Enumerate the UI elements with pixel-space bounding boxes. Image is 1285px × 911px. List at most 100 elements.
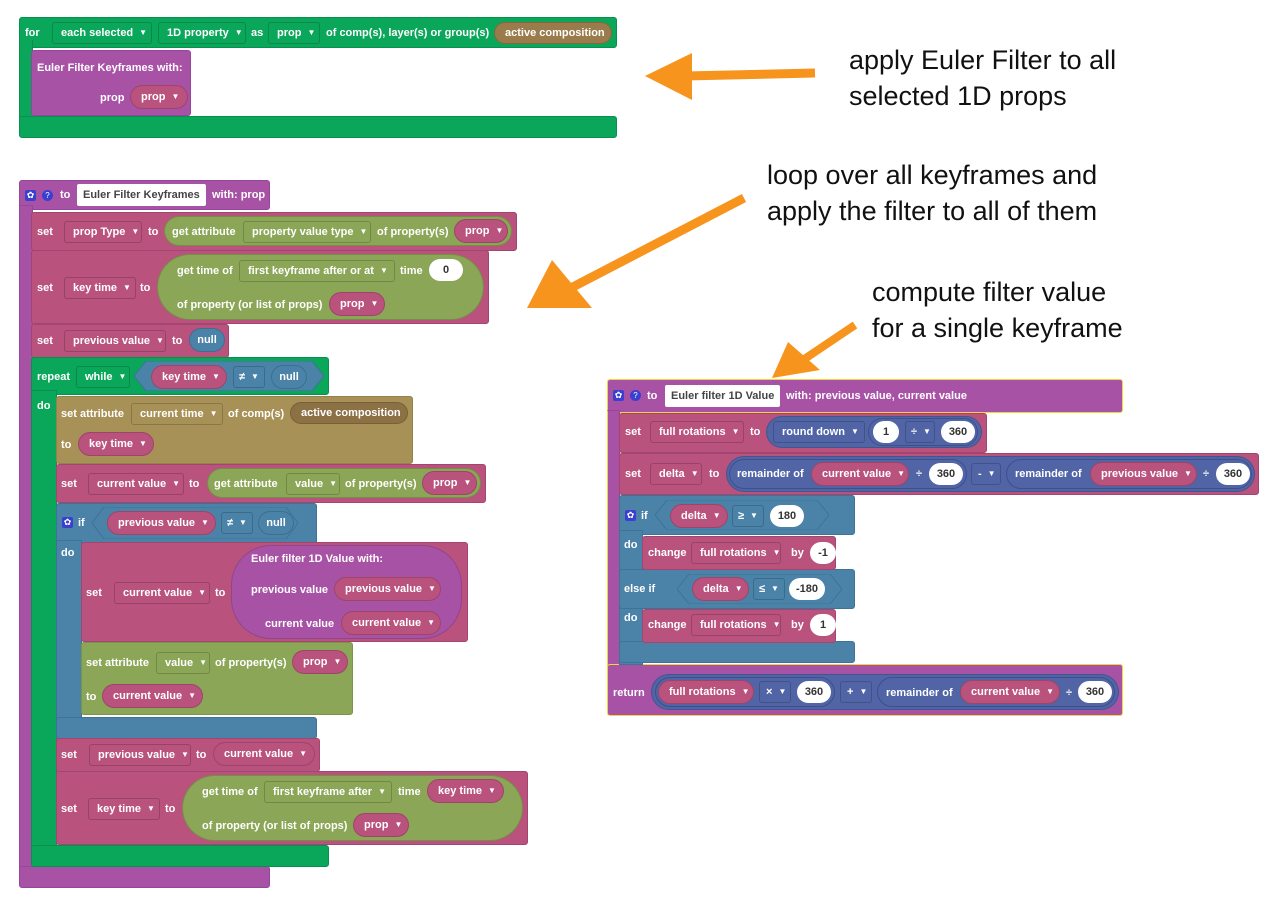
number-input[interactable]: 360 xyxy=(929,463,963,485)
current-value-pill[interactable]: current value▼ xyxy=(102,684,203,708)
return-label: return xyxy=(613,687,645,699)
annotation-line: loop over all keyframes and xyxy=(767,160,1098,190)
current-value-pill[interactable]: current value▼ xyxy=(341,611,441,635)
dropdown-text: full rotations xyxy=(700,547,767,559)
var-prop-dropdown[interactable]: prop▼ xyxy=(268,22,320,44)
help-icon[interactable]: ? xyxy=(42,190,53,201)
var-prop-type-dropdown[interactable]: prop Type▼ xyxy=(64,221,142,243)
do-label: do xyxy=(624,612,638,624)
previous-value-pill[interactable]: previous value▼ xyxy=(1090,462,1197,486)
round-down-dropdown[interactable]: round down▼ xyxy=(773,421,865,443)
by-label: by xyxy=(791,547,804,559)
number-input[interactable]: 360 xyxy=(797,681,831,703)
var-full-rotations-dropdown[interactable]: full rotations▼ xyxy=(691,614,781,636)
annotation-apply-filter: apply Euler Filter to all selected 1D pr… xyxy=(849,42,1116,114)
property-type-dropdown[interactable]: 1D property▼ xyxy=(158,22,246,44)
if-label: if xyxy=(641,510,648,522)
while-dropdown[interactable]: while▼ xyxy=(76,366,130,388)
current-value-pill[interactable]: current value▼ xyxy=(213,742,315,766)
operator-minus-dropdown[interactable]: -▼ xyxy=(971,463,1001,485)
number-input[interactable]: 360 xyxy=(1216,463,1250,485)
gear-icon[interactable]: ✿ xyxy=(613,390,624,401)
set-label: set xyxy=(61,749,77,761)
current-value-pill[interactable]: current value▼ xyxy=(811,462,909,486)
operator-not-equal-dropdown[interactable]: ≠▼ xyxy=(233,366,265,388)
prop-pill[interactable]: prop▼ xyxy=(292,650,348,674)
number-input[interactable]: 360 xyxy=(1078,681,1112,703)
procedure-name-field[interactable]: Euler Filter Keyframes xyxy=(77,184,206,206)
dropdown-text: × xyxy=(766,686,773,698)
key-time-pill[interactable]: key time▼ xyxy=(78,432,154,456)
dropdown-text: first keyframe after xyxy=(273,786,373,798)
active-composition-pill[interactable]: active composition xyxy=(494,22,612,44)
help-icon[interactable]: ? xyxy=(630,390,641,401)
annotation-compute-value: compute filter value for a single keyfra… xyxy=(872,274,1123,346)
of-property-label: of property(s) xyxy=(215,657,287,669)
null-pill[interactable]: null xyxy=(189,328,225,352)
arg-prop-pill[interactable]: prop▼ xyxy=(130,85,188,109)
current-value-pill[interactable]: current value▼ xyxy=(960,680,1060,704)
attr-property-value-type-dropdown[interactable]: property value type▼ xyxy=(243,221,371,243)
number-input[interactable]: -1 xyxy=(810,542,836,564)
attr-value-dropdown[interactable]: value▼ xyxy=(286,473,340,495)
key-time-pill[interactable]: key time▼ xyxy=(427,779,504,803)
operator-divide-dropdown[interactable]: ÷▼ xyxy=(905,421,935,443)
null-pill[interactable]: null xyxy=(258,511,294,535)
operator-not-equal-dropdown[interactable]: ≠▼ xyxy=(221,512,253,534)
keyframe-which-dropdown[interactable]: first keyframe after▼ xyxy=(264,781,392,803)
number-input[interactable]: 180 xyxy=(770,505,804,527)
pill-text: current value xyxy=(113,690,183,702)
delta-pill[interactable]: delta▼ xyxy=(692,577,749,601)
prop-pill[interactable]: prop▼ xyxy=(329,292,385,316)
call-label: Euler Filter Keyframes with: xyxy=(37,62,183,74)
attr-current-time-dropdown[interactable]: current time▼ xyxy=(131,403,223,425)
dropdown-text: current value xyxy=(123,587,193,599)
divide-label: ÷ xyxy=(916,468,923,480)
procedure-name-field[interactable]: Euler filter 1D Value xyxy=(665,385,781,407)
key-time-pill[interactable]: key time▼ xyxy=(151,365,227,389)
time-value-input[interactable]: 0 xyxy=(429,259,463,281)
operator-multiply-dropdown[interactable]: ×▼ xyxy=(759,681,791,703)
previous-value-pill[interactable]: previous value▼ xyxy=(334,577,441,601)
to-label: to xyxy=(709,468,720,480)
dropdown-text: ≤ xyxy=(759,583,766,595)
keyframe-which-dropdown[interactable]: first keyframe after or at▼ xyxy=(239,260,395,282)
delta-pill[interactable]: delta▼ xyxy=(670,504,728,528)
prop-pill[interactable]: prop▼ xyxy=(422,471,477,495)
pill-text: full rotations xyxy=(669,686,736,698)
dropdown-text: key time xyxy=(97,803,142,815)
set-label: set xyxy=(61,803,77,815)
number-input[interactable]: 1 xyxy=(810,614,836,636)
var-key-time-dropdown[interactable]: key time▼ xyxy=(64,277,136,299)
full-rotations-pill[interactable]: full rotations▼ xyxy=(658,680,754,704)
gear-icon[interactable]: ✿ xyxy=(625,510,636,521)
active-composition-pill[interactable]: active composition xyxy=(290,402,408,424)
gear-icon[interactable]: ✿ xyxy=(25,190,36,201)
dropdown-text: each selected xyxy=(61,27,134,39)
var-previous-value-dropdown[interactable]: previous value▼ xyxy=(89,744,191,766)
operator-gte-dropdown[interactable]: ≥▼ xyxy=(732,505,764,527)
number-input[interactable]: 1 xyxy=(873,421,899,443)
number-input[interactable]: -180 xyxy=(789,578,825,600)
null-pill[interactable]: null xyxy=(271,365,307,389)
var-current-value-dropdown[interactable]: current value▼ xyxy=(88,473,184,495)
var-previous-value-dropdown[interactable]: previous value▼ xyxy=(64,330,166,352)
prop-pill[interactable]: prop▼ xyxy=(353,813,409,837)
number-input[interactable]: 360 xyxy=(941,421,975,443)
each-selected-dropdown[interactable]: each selected▼ xyxy=(52,22,152,44)
var-key-time-dropdown[interactable]: key time▼ xyxy=(88,798,160,820)
attr-value-dropdown[interactable]: value▼ xyxy=(156,652,210,674)
gear-icon[interactable]: ✿ xyxy=(62,517,73,528)
var-current-value-dropdown[interactable]: current value▼ xyxy=(114,582,210,604)
var-full-rotations-dropdown[interactable]: full rotations▼ xyxy=(650,421,744,443)
var-delta-dropdown[interactable]: delta▼ xyxy=(650,463,702,485)
var-full-rotations-dropdown[interactable]: full rotations▼ xyxy=(691,542,781,564)
dropdown-text: ≠ xyxy=(239,371,246,383)
of-property-label: of property(s) xyxy=(345,478,417,490)
operator-plus-dropdown[interactable]: +▼ xyxy=(840,681,872,703)
operator-lte-dropdown[interactable]: ≤▼ xyxy=(753,578,785,600)
if-body-left xyxy=(56,540,82,740)
annotation-line: selected 1D props xyxy=(849,81,1067,111)
previous-value-pill[interactable]: previous value▼ xyxy=(107,511,216,535)
prop-pill[interactable]: prop▼ xyxy=(454,219,508,243)
